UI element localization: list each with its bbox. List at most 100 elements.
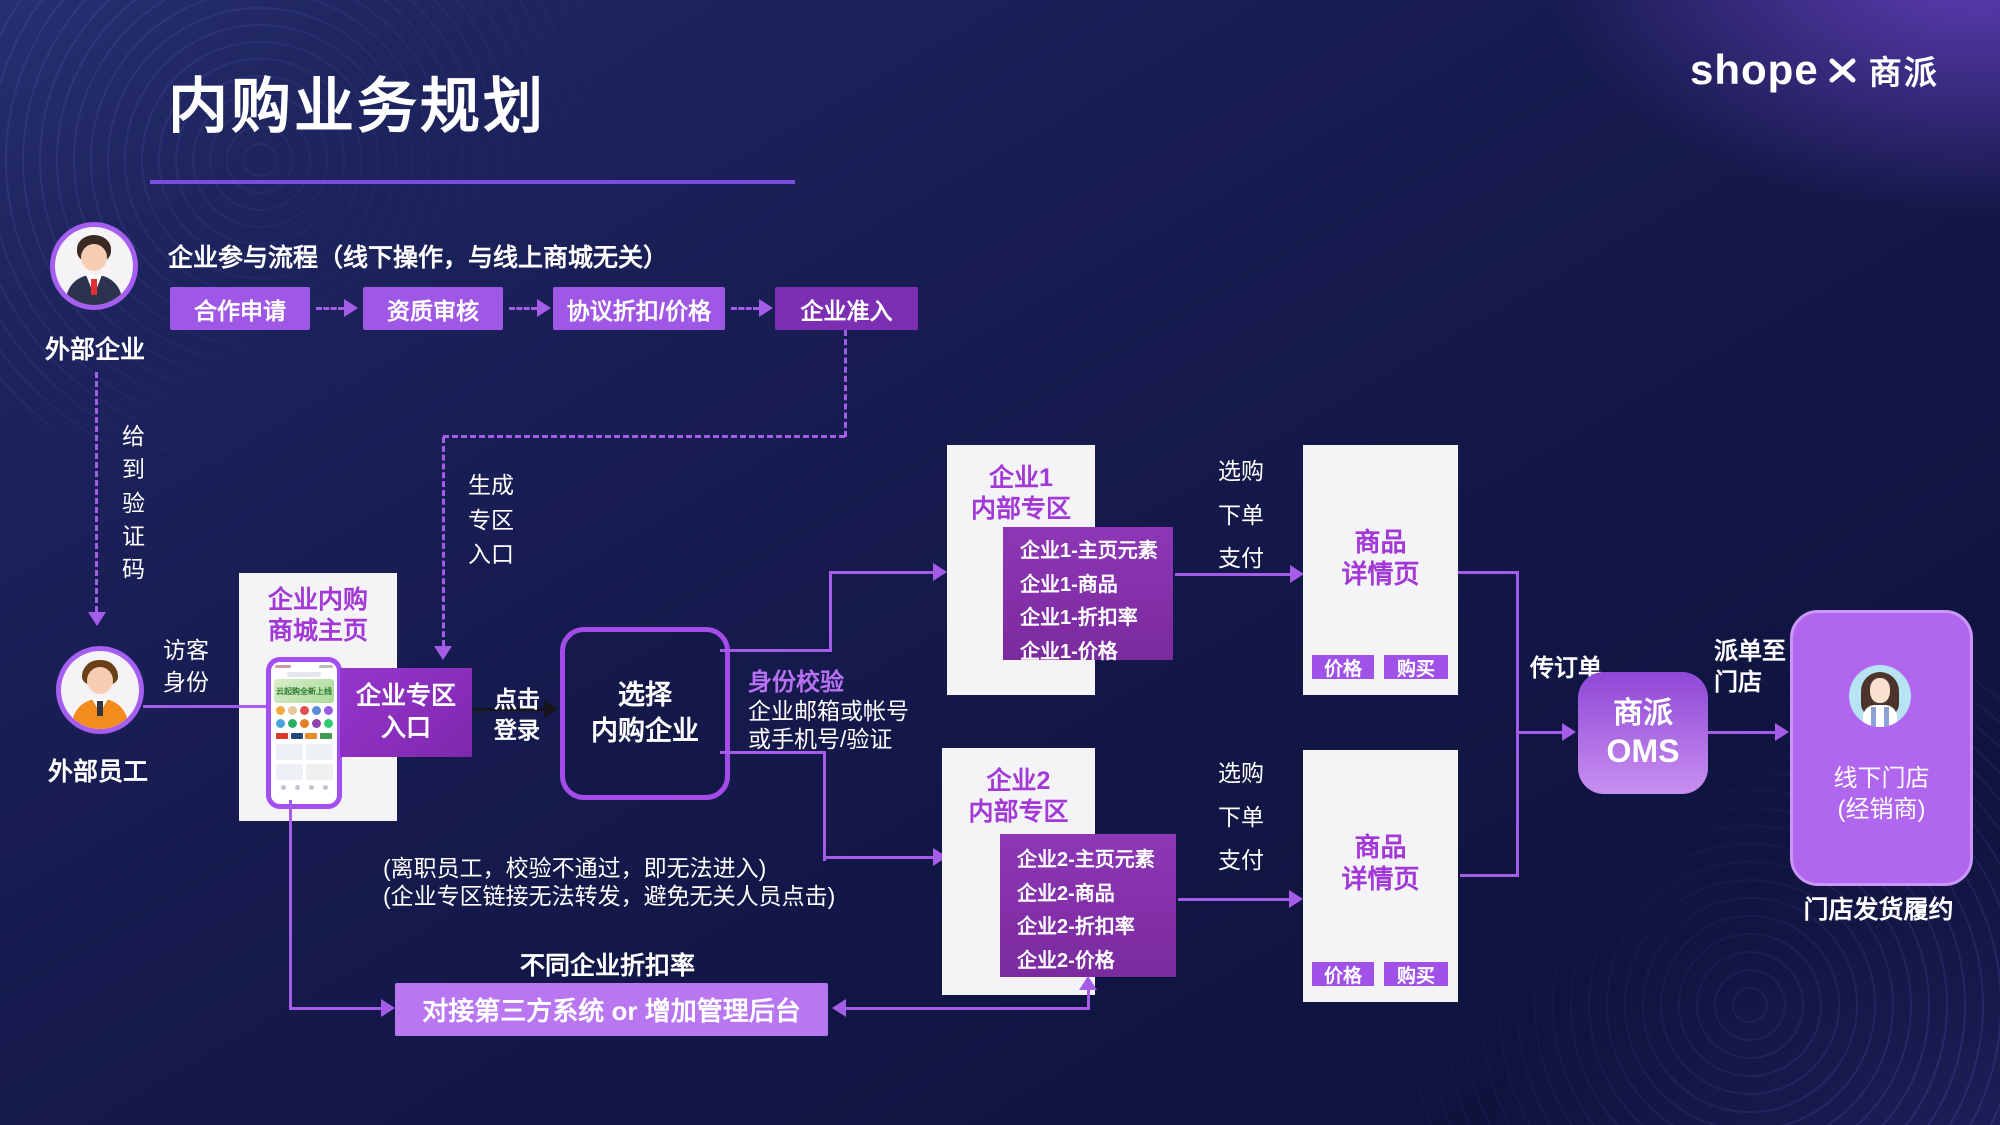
buy-button: 购买 [1384, 962, 1448, 987]
gen-entry-label: 生成专区入口 [468, 472, 514, 567]
flow-arrow-2-icon [537, 299, 551, 317]
detail1-out-connector [1458, 571, 1519, 574]
employee-to-mall-connector [143, 705, 269, 708]
identity-title: 身份校验 [748, 669, 844, 696]
branch1-h2 [829, 571, 935, 574]
phone-mockup: 云起购全新上线 [266, 657, 342, 809]
flow-step-review: 资质审核 [363, 287, 503, 330]
phone-statusbar [271, 662, 337, 670]
admission-left-connector [443, 435, 845, 438]
avatar-face [87, 667, 113, 694]
enterprise2-title-line2: 内部专区 [968, 797, 1069, 826]
note-link-share: (企业专区链接无法转发，避免无关人员点击) [383, 883, 836, 909]
detail1-title-line1: 商品 [1354, 527, 1407, 557]
identity-line1: 企业邮箱或帐号 [748, 698, 909, 725]
branch2-h1 [720, 751, 826, 754]
enterprise1-item: 企业1-商品 [1020, 573, 1118, 596]
external-employee-avatar [56, 646, 144, 734]
zone-entry-line1: 企业专区 [355, 682, 456, 711]
dispatch-label: 派单至门店 [1714, 638, 1786, 697]
detail2-title-line1: 商品 [1354, 832, 1407, 862]
offline-store-card: 线下门店 (经销商) [1790, 610, 1973, 886]
avatar-tie [97, 701, 103, 716]
external-enterprise-label: 外部企业 [44, 336, 145, 364]
backend-in-left-connector [289, 1007, 383, 1010]
phone-category-row-1 [271, 704, 337, 717]
logo-x-icon [1829, 58, 1856, 83]
mall-title-line1: 企业内购 [267, 586, 368, 614]
phone-category-row-2 [271, 717, 337, 730]
mall-title-line2: 商城主页 [267, 616, 368, 645]
branch1-h1 [720, 649, 832, 652]
detail2-out-connector [1460, 874, 1519, 877]
click-login-label: 点击登录 [494, 686, 540, 744]
phone-down-connector [289, 800, 292, 1010]
branch1-arrow-icon [933, 563, 947, 581]
ent2-to-detail2-arrow-icon [1289, 890, 1303, 908]
flow-connector-2 [509, 307, 537, 310]
oms-to-store-connector [1708, 731, 1777, 734]
enterprise1-title-line1: 企业1 [989, 464, 1053, 492]
store-line1: 线下门店 [1833, 765, 1930, 792]
store-label: 线下门店 (经销商) [1793, 763, 1970, 825]
shop-steps2-label: 选购下单支付 [1218, 760, 1264, 874]
store-avatar [1849, 665, 1911, 727]
give-code-label: 给到验证码 [122, 423, 145, 583]
ent1-to-detail1-connector [1175, 573, 1292, 576]
backend-right-arrow-icon [832, 999, 846, 1017]
select-enterprise-box: 选择 内购企业 [560, 627, 730, 800]
avatar-face [81, 244, 107, 271]
ent2-to-detail2-connector [1178, 898, 1291, 901]
zone-entry-box: 企业专区 入口 [340, 668, 472, 757]
avatar-strap-left [1871, 707, 1876, 727]
external-enterprise-avatar [50, 222, 138, 310]
identity-line2: 或手机号/验证 [748, 726, 893, 753]
phone-product-row-2 [271, 762, 337, 782]
give-code-connector [95, 372, 98, 612]
enterprise2-items-box: 企业2-主页元素 企业2-商品 企业2-折扣率 企业2-价格 [1000, 834, 1176, 977]
branch2-v [823, 751, 826, 861]
click-login-connector [472, 708, 546, 711]
phone-banner: 云起购全新上线 [274, 679, 334, 703]
partner-flow-heading: 企业参与流程（线下操作，与线上商城无关） [168, 244, 669, 272]
avatar-body [1863, 705, 1897, 727]
price-button: 价格 [1312, 655, 1374, 680]
store-line2: (经销商) [1837, 796, 1926, 824]
flow-arrow-3-icon [759, 299, 773, 317]
backend-right-connector [845, 1007, 1090, 1010]
detail1-title-line2: 详情页 [1341, 558, 1420, 589]
admission-down-connector [844, 330, 847, 437]
detail2-title-line2: 详情页 [1341, 863, 1420, 894]
oms-trunk-connector [1516, 571, 1519, 877]
backend-box: 对接第三方系统 or 增加管理后台 [395, 983, 828, 1036]
page-title: 内购业务规划 [168, 73, 546, 140]
flow-step-discount: 协议折扣/价格 [553, 287, 725, 330]
title-underline [150, 180, 795, 184]
enterprise2-item: 企业2-折扣率 [1017, 916, 1135, 939]
product-detail1-card: 商品 详情页 价格 购买 [1303, 445, 1458, 695]
external-employee-label: 外部员工 [47, 758, 148, 786]
brand-logo: shope 商派 [1690, 46, 1939, 94]
click-login-arrow-icon [544, 700, 558, 718]
phone-searchbar [271, 670, 337, 678]
price-button: 价格 [1312, 962, 1374, 987]
enterprise1-item: 企业1-价格 [1020, 640, 1118, 663]
zone-entry-arrow-icon [434, 646, 452, 660]
ent1-to-detail1-arrow-icon [1290, 565, 1304, 583]
ent2-up-arrow-icon [1079, 976, 1097, 990]
phone-navbar [271, 782, 337, 792]
store-fulfill-label: 门店发货履约 [1803, 896, 1954, 924]
identity-check-note: 身份校验 企业邮箱或帐号 或手机号/验证 [748, 668, 909, 753]
buy-button: 购买 [1384, 655, 1448, 680]
zone-entry-down-connector [442, 437, 445, 646]
give-code-arrow-icon [88, 612, 106, 626]
ent2-up-connector [1087, 989, 1090, 1010]
flow-connector-1 [316, 307, 344, 310]
flow-arrow-1-icon [344, 299, 358, 317]
logo-cn-text: 商派 [1868, 54, 1939, 91]
phone-brand-row [271, 730, 337, 742]
enterprise1-item: 企业1-主页元素 [1020, 540, 1158, 562]
avatar-strap-right [1884, 707, 1889, 727]
logo-brand-text: shope [1690, 46, 1819, 93]
